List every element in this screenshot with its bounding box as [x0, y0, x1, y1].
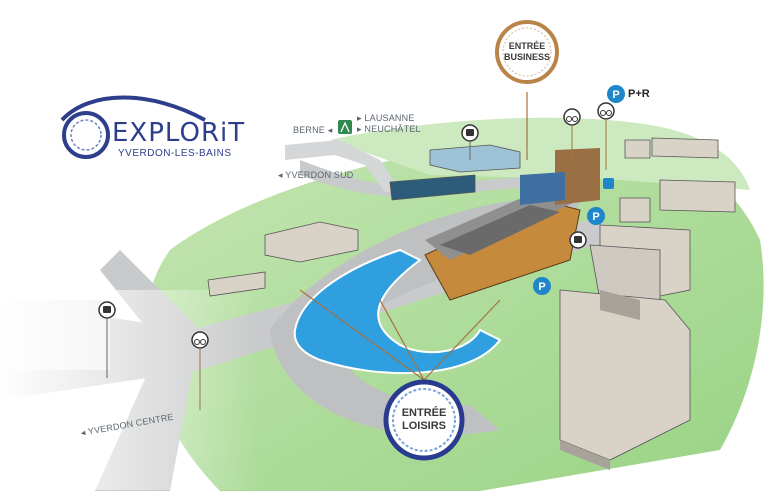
entrance-loisirs-label[interactable]: ENTRÉE LOISIRS: [384, 407, 464, 433]
direction-yverdon-sud-text: YVERDON SUD: [285, 170, 354, 180]
upper-road: [300, 160, 600, 197]
svg-text:P: P: [592, 211, 599, 223]
entrance-business-line1: ENTRÉE: [508, 41, 546, 51]
park-and-ride-label: P+R: [628, 88, 650, 100]
direction-berne: BERNE ◂: [293, 125, 333, 135]
entrance-business-line2: BUSINESS: [503, 52, 550, 62]
direction-neuchatel-text: NEUCHÂTEL: [364, 124, 421, 134]
motorway: [285, 140, 400, 192]
wheelchair-icon: [603, 178, 614, 189]
direction-berne-text: BERNE: [293, 125, 326, 135]
parking-icon: [533, 85, 625, 295]
logo-location: YVERDON-LES-BAINS: [118, 148, 232, 159]
logo: EXPLORiT YVERDON-LES-BAINS: [58, 96, 278, 166]
direction-lausanne-text: LAUSANNE: [364, 113, 415, 123]
direction-lausanne: ▸ LAUSANNE: [357, 113, 415, 123]
svg-text:P: P: [612, 89, 619, 101]
building: [207, 137, 736, 461]
explorit-building: [424, 148, 600, 301]
lake: [293, 248, 502, 375]
entrance-lines: [299, 92, 528, 381]
svg-text:P: P: [538, 281, 545, 293]
logo-wordmark: EXPLORiT: [112, 118, 246, 148]
entrance-loisirs-line1: ENTRÉE: [401, 407, 447, 419]
entrance-loisirs-line2: LOISIRS: [401, 420, 446, 432]
direction-yverdon-sud: ◂ YVERDON SUD: [278, 170, 354, 180]
logo-mark: [60, 95, 206, 159]
entrance-business-label[interactable]: ENTRÉE BUSINESS: [497, 41, 557, 63]
grass-upper: [330, 117, 750, 190]
direction-neuchatel: ▸ NEUCHÂTEL: [357, 124, 421, 134]
